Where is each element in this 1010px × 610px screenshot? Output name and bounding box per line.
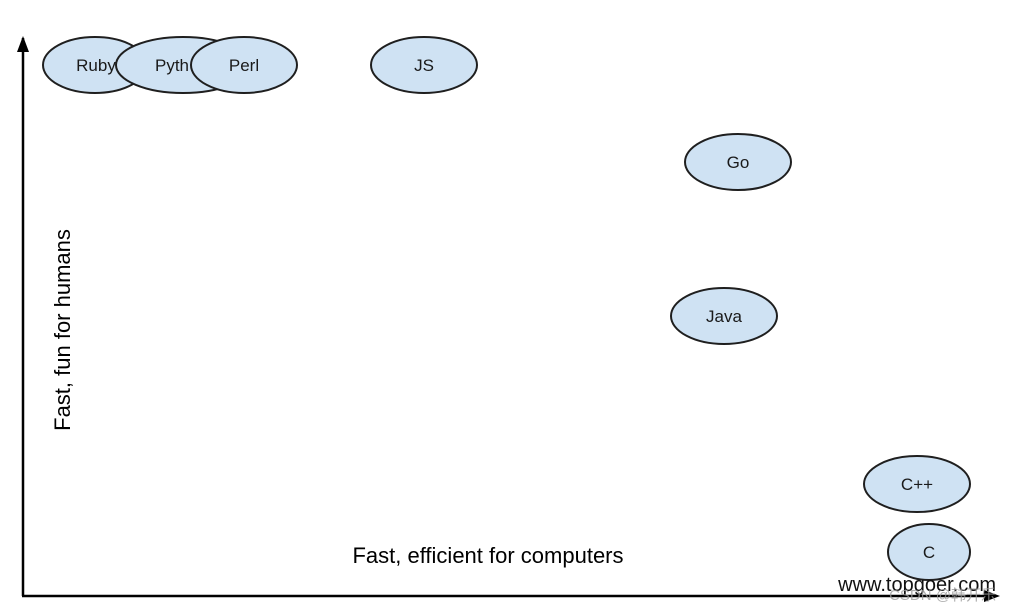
node-java-label: Java (706, 307, 742, 326)
node-go-label: Go (727, 153, 750, 172)
node-perl-ellipse (190, 36, 298, 94)
node-ruby-label: Ruby (76, 56, 116, 75)
node-go: Go (684, 133, 792, 191)
node-js: JS (370, 36, 478, 94)
node-perl-label: Perl (229, 56, 259, 75)
node-java-ellipse (670, 287, 778, 345)
node-c-ellipse (887, 523, 971, 581)
node-python-label: Pyth (155, 56, 189, 75)
node-js-label: JS (414, 56, 434, 75)
node-c-label: C (923, 543, 935, 562)
node-js-ellipse (370, 36, 478, 94)
node-perl: Perl (190, 36, 298, 94)
node-cpp-ellipse (863, 455, 971, 513)
watermark-overlay: CSDN @韩开乐 (889, 587, 996, 604)
x-axis-label: Fast, efficient for computers (352, 543, 623, 568)
x-axis-arrowhead (984, 590, 1000, 602)
node-go-ellipse (684, 133, 792, 191)
node-java: Java (670, 287, 778, 345)
watermark-site: www.topgoer.com (837, 574, 996, 596)
node-c: C (887, 523, 971, 581)
y-axis-arrowhead (17, 36, 29, 52)
node-cpp: C++ (863, 455, 971, 513)
y-axis-label: Fast, fun for humans (50, 229, 75, 431)
node-cpp-label: C++ (901, 475, 933, 494)
